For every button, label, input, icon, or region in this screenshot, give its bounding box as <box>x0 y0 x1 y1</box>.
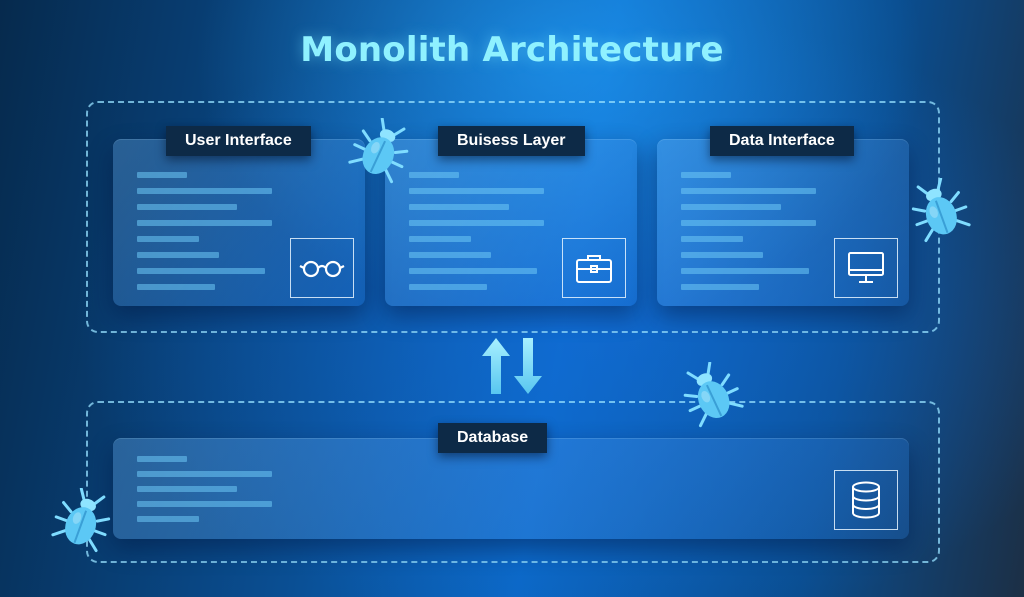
database-card <box>113 438 909 539</box>
text-line <box>409 172 459 178</box>
database-group <box>86 401 940 563</box>
text-line <box>137 204 237 210</box>
text-line <box>681 268 809 274</box>
text-line <box>137 284 215 290</box>
text-line <box>681 204 781 210</box>
bug-icon <box>348 117 412 190</box>
briefcase-icon <box>562 238 626 298</box>
monitor-icon <box>834 238 898 298</box>
glasses-icon <box>290 238 354 298</box>
text-line <box>409 268 537 274</box>
database-label: Database <box>438 423 548 453</box>
text-line <box>137 268 265 274</box>
business-layer-label: Buisess Layer <box>438 126 585 156</box>
data-interface-card <box>657 139 909 306</box>
text-line <box>137 471 272 477</box>
text-line <box>409 236 471 242</box>
up-down-arrows-icon <box>482 336 544 400</box>
text-line <box>409 188 544 194</box>
text-line <box>681 188 816 194</box>
text-line <box>409 252 491 258</box>
diagram-title: Monolith Architecture <box>300 30 724 70</box>
text-line <box>409 204 509 210</box>
text-line <box>137 486 237 492</box>
text-line <box>681 284 759 290</box>
database-icon <box>834 470 898 530</box>
text-line <box>681 236 743 242</box>
text-line <box>137 501 272 507</box>
business-layer-card <box>385 139 637 306</box>
text-line <box>681 172 731 178</box>
text-line <box>137 516 199 522</box>
text-line <box>409 284 487 290</box>
text-line <box>409 220 544 226</box>
text-line <box>137 172 187 178</box>
bug-icon <box>908 177 972 250</box>
text-line <box>137 220 272 226</box>
text-line <box>137 236 199 242</box>
data-interface-label: Data Interface <box>710 126 854 156</box>
text-line <box>137 188 272 194</box>
user-interface-card <box>113 139 365 306</box>
bug-icon <box>680 361 744 434</box>
text-line <box>681 220 816 226</box>
text-line <box>137 456 187 462</box>
user-interface-label: User Interface <box>166 126 311 156</box>
text-line <box>681 252 763 258</box>
bug-icon <box>50 487 114 560</box>
text-line <box>137 252 219 258</box>
